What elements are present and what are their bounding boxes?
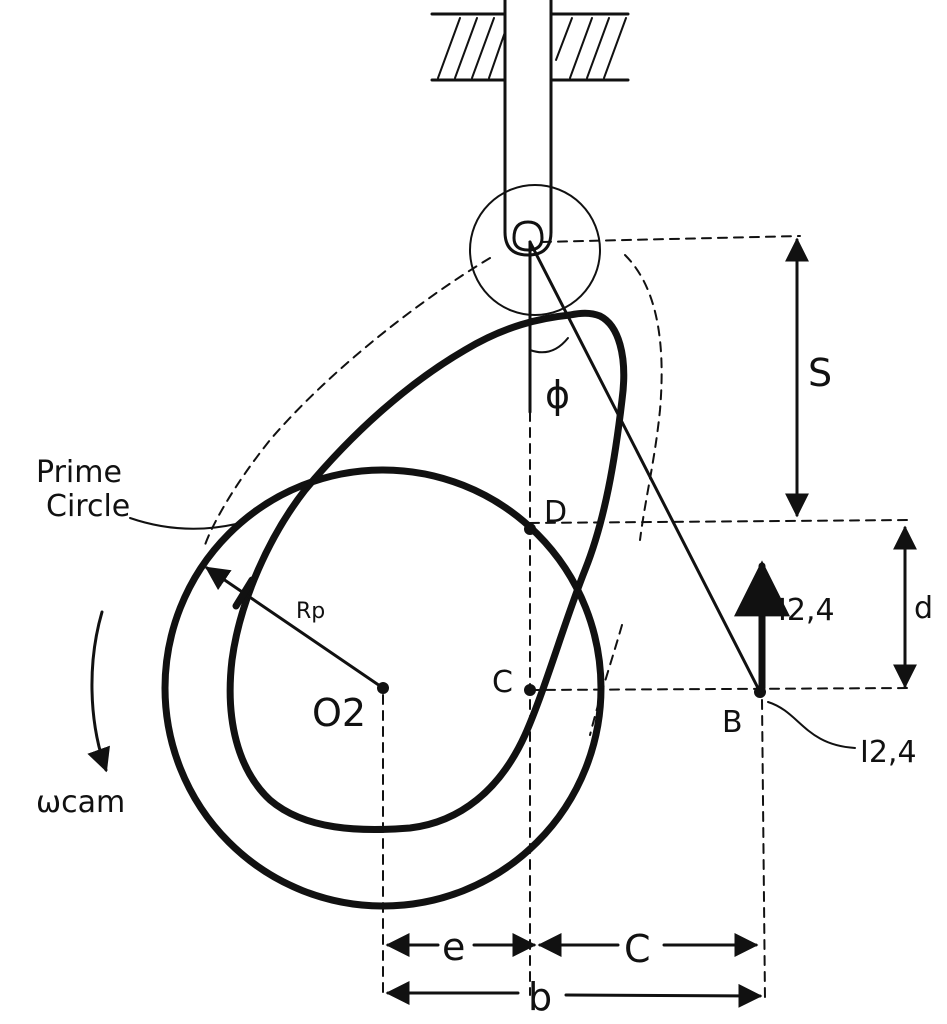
s-label: S: [808, 351, 832, 395]
dashed-helpers: [382, 235, 911, 1001]
d-dimension-label: d: [914, 591, 933, 626]
prime-circle-label-line1: Prime: [36, 455, 122, 490]
b-point-label: B: [722, 705, 743, 740]
c-point-label: C: [492, 665, 513, 700]
rp-label: Rp: [296, 599, 325, 624]
pitch-curve: [204, 254, 663, 736]
normal-line: [528, 240, 762, 694]
c-dimension-label: C: [624, 927, 651, 971]
prime-circle-leader: [129, 517, 237, 530]
b-dimension-label: b: [528, 975, 552, 1019]
phi-label: ϕ: [545, 373, 570, 417]
o2-label: O2: [312, 691, 366, 735]
b-dimension-right: [564, 983, 763, 1008]
i24-point-label: I2,4: [860, 735, 917, 770]
i24-arrow-label: I2,4: [778, 593, 835, 628]
i24-leader: [767, 701, 856, 749]
hatch-lines-right: [555, 17, 627, 79]
c-point: [524, 684, 536, 696]
prime-circle-label-line2: Circle: [46, 489, 130, 524]
rp-radius-arrow: [205, 566, 385, 690]
roller-circle: [469, 184, 601, 316]
e-dimension-label: e: [442, 925, 465, 969]
phi-arc: [529, 337, 569, 354]
cam-profile: [226, 309, 628, 834]
follower-stem: [503, 0, 553, 257]
o2-point: [377, 682, 389, 694]
omega-label: ωcam: [36, 785, 125, 820]
omega-arrow: [87, 610, 110, 773]
rp-arrow-tail: [232, 576, 256, 610]
ground-guide: [430, 12, 630, 82]
d-point-label: D: [544, 495, 567, 530]
hatch-lines-left: [437, 17, 506, 79]
d-point: [524, 523, 536, 535]
